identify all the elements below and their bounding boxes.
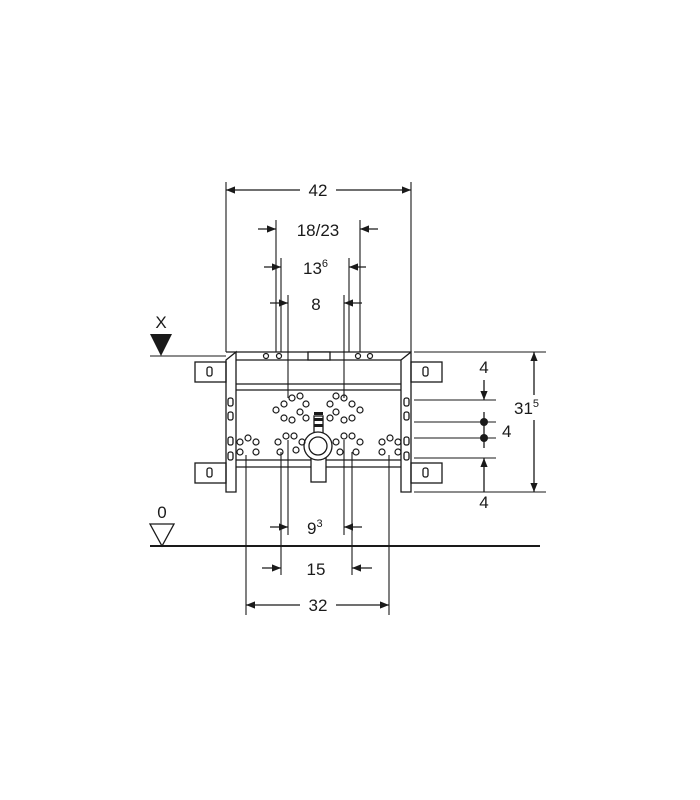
dot-markers bbox=[480, 418, 488, 442]
center-valve bbox=[314, 412, 323, 427]
bracket-slots bbox=[206, 366, 429, 478]
x-level-label: X bbox=[155, 313, 166, 332]
zero-level-symbol bbox=[148, 523, 176, 548]
dim-32-label: 32 bbox=[309, 596, 328, 615]
dim-15-label: 15 bbox=[307, 560, 326, 579]
dim-42-label: 42 bbox=[309, 181, 328, 200]
mounting-frame bbox=[194, 350, 443, 493]
x-level-symbol bbox=[150, 334, 172, 356]
dim-4-bottom-label: 4 bbox=[479, 493, 488, 512]
dim-4-mid-label: 4 bbox=[502, 422, 511, 441]
extension-lines bbox=[150, 182, 546, 615]
dim-4-top-label: 4 bbox=[479, 358, 488, 377]
mounting-holes bbox=[236, 352, 402, 456]
dim-13-6-label: 136 bbox=[303, 258, 328, 278]
zero-level-label: 0 bbox=[157, 503, 166, 522]
dim-31-5-label: 315 bbox=[514, 398, 539, 418]
dim-8-label: 8 bbox=[311, 295, 320, 314]
dim-9-3-label: 93 bbox=[307, 518, 323, 538]
dim-18-23-label: 18/23 bbox=[297, 221, 340, 240]
dimension-arrows bbox=[226, 186, 538, 609]
